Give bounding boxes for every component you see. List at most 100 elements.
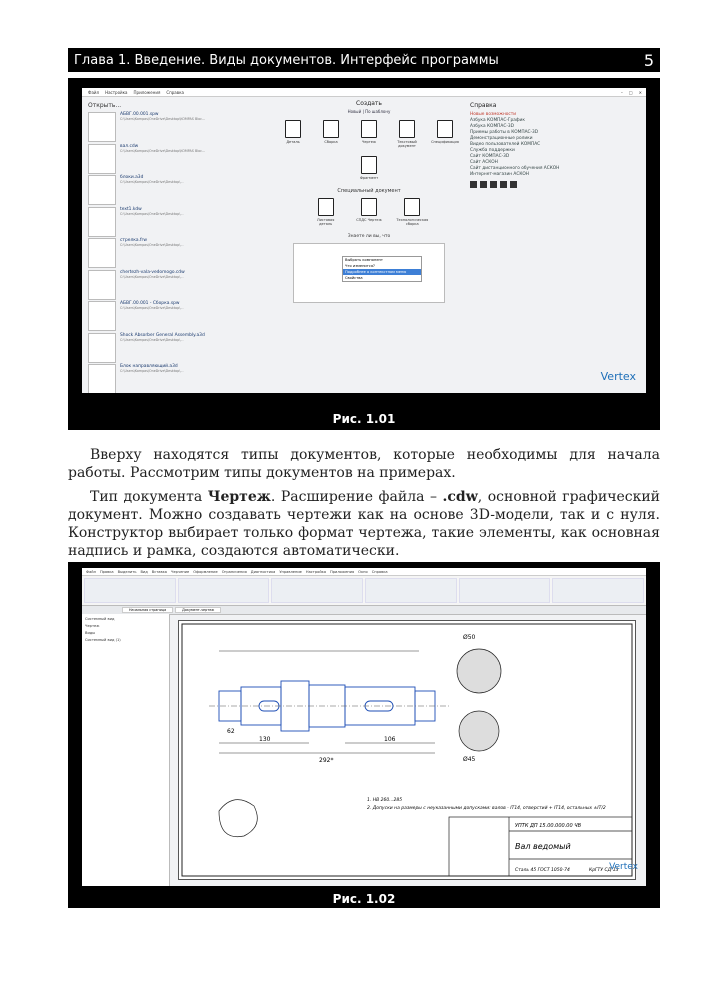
dim-label: 292* <box>319 757 333 764</box>
doc-type-fragment[interactable]: Фрагмент <box>354 156 384 180</box>
menu-item[interactable]: Вид <box>140 569 148 574</box>
dim-label: Ø50 <box>463 634 476 641</box>
title-designation: УПТК ДП 15.00.000.00 ЧВ <box>515 823 582 829</box>
create-tabs[interactable]: Новый | По шаблону <box>347 109 391 114</box>
p2-mid: . Расширение файла – <box>270 489 443 505</box>
menu-item[interactable]: Окно <box>358 569 368 574</box>
tree-item[interactable]: Чертеж <box>85 624 100 628</box>
title-material: Сталь 45 ГОСТ 1050-74 <box>515 867 570 873</box>
doc-type-button[interactable]: Чертеж <box>354 120 384 148</box>
toolbar-group[interactable] <box>84 578 176 603</box>
menu-item[interactable]: Правка <box>99 569 114 574</box>
tip-illustration: Выбрать компонент Что изменится? Подробн… <box>293 243 445 303</box>
doc-type-button[interactable]: Спецификация <box>430 120 460 148</box>
menu-item[interactable]: Файл <box>88 89 100 95</box>
close-icon[interactable]: ✕ <box>638 89 642 95</box>
toolbar-group[interactable] <box>365 578 457 603</box>
tree-item[interactable]: Виды <box>85 631 96 635</box>
twitter-icon[interactable] <box>490 181 497 188</box>
maximize-icon[interactable]: □ <box>628 89 633 95</box>
tab-drawing[interactable]: Документ-чертеж <box>175 607 222 613</box>
help-link[interactable]: Сайт КОМПАС-3D <box>470 154 510 159</box>
minimize-icon[interactable]: – <box>620 89 623 95</box>
tree-item[interactable]: Системный вид (1) <box>85 638 121 642</box>
toolbar-group[interactable] <box>458 578 551 603</box>
help-link[interactable]: Приемы работы в КОМПАС-3D <box>470 130 539 135</box>
special-doc-button[interactable]: Технологическая сборка <box>396 198 428 226</box>
special-doc-button[interactable]: СПДС Чертеж <box>354 198 384 226</box>
help-link[interactable]: Сайт АСКОН <box>470 160 498 165</box>
menu-item[interactable]: Справка <box>166 89 184 95</box>
recent-header[interactable]: Открыть... <box>88 102 122 109</box>
note-line: 1. НВ 260...285 <box>367 797 402 803</box>
special-doc-button[interactable]: Листовая деталь <box>311 198 341 226</box>
dim-label: 130 <box>259 736 271 743</box>
menu-item[interactable]: Приложения <box>330 569 355 574</box>
toolbar-group[interactable] <box>177 578 270 603</box>
menu-item[interactable]: Настройка <box>105 89 128 95</box>
drawing-sheet: 130 292* 106 62 Ø50 Ø45 1. НВ 260...285 … <box>178 620 636 880</box>
toolbar-ribbon <box>82 576 646 606</box>
menu-item[interactable]: Ограничения <box>221 569 247 574</box>
menu-item[interactable]: Оформление <box>193 569 218 574</box>
doc-type-button[interactable]: Текстовый документ <box>392 120 422 148</box>
recent-file-name: стрелка.frw <box>120 238 147 243</box>
menu-item[interactable]: Справка <box>371 569 388 574</box>
menu-item[interactable]: Файл <box>86 569 96 574</box>
context-menu-item[interactable]: Выбрать компонент <box>345 258 383 262</box>
context-menu-item[interactable]: Подробнее о контекстном меню <box>343 269 421 275</box>
recent-file-path: C:\Users\Kompas\OneDrive\Desktop\... <box>120 337 184 342</box>
doc-type-label: Спецификация <box>431 140 459 144</box>
doc-type-button[interactable]: Сборка <box>316 120 346 148</box>
menu-item[interactable]: Черчение <box>171 569 190 574</box>
toolbar-group[interactable] <box>552 578 645 603</box>
recent-file-path: C:\Users\Kompas\OneDrive\Desktop\... <box>120 369 184 373</box>
news-link[interactable]: Новые возможности <box>470 112 517 117</box>
vertex-logo: Vertex <box>609 862 638 872</box>
tree-item[interactable]: Системный вид <box>85 617 115 621</box>
menu-item[interactable]: Диагностика <box>250 569 276 574</box>
menu-item[interactable]: Управление <box>279 569 302 574</box>
help-link[interactable]: Демонстрационные ролики <box>470 136 533 141</box>
context-menu-item[interactable]: Свойства <box>345 276 363 280</box>
help-link[interactable]: Сайт дистанционного обучения АСКОН <box>470 166 560 171</box>
doc-type-label: Фрагмент <box>359 176 379 180</box>
help-link[interactable]: Видео пользователей КОМПАС <box>470 142 541 147</box>
help-link[interactable]: Служба поддержки <box>470 148 515 153</box>
youtube-icon[interactable] <box>480 181 487 188</box>
figure-2-caption: Рис. 1.02 <box>332 892 396 906</box>
help-link[interactable]: Азбука КОМПАС-График <box>470 118 525 123</box>
tab-start-page[interactable]: Начальная страница <box>122 607 174 613</box>
file-thumbnail <box>88 364 116 393</box>
doc-type-button[interactable]: Деталь <box>278 120 308 148</box>
menu-item[interactable]: Настройка <box>305 569 327 574</box>
help-link[interactable]: Интернет-магазин АСКОН <box>470 172 530 177</box>
title-name: Вал ведомый <box>515 842 571 851</box>
menu-item[interactable]: Приложения <box>133 89 161 95</box>
telegram-icon[interactable] <box>500 181 507 188</box>
vertex-logo: Vertex <box>600 370 636 383</box>
toolbar-group[interactable] <box>271 578 364 603</box>
recent-file-path: C:\Users\Kompas\OneDrive\Desktop\... <box>120 180 184 184</box>
facebook-icon[interactable] <box>510 181 517 188</box>
help-link[interactable]: Азбука КОМПАС-3D <box>470 124 514 129</box>
menu-item[interactable]: Выделить <box>117 569 137 574</box>
recent-file-path: C:\Users\Kompas\OneDrive\Desktop\... <box>120 211 184 216</box>
menu-item[interactable]: Вставка <box>151 569 167 574</box>
vk-icon[interactable] <box>470 181 477 188</box>
file-thumbnail <box>88 332 116 363</box>
context-menu-item[interactable]: Что изменится? <box>345 264 375 268</box>
